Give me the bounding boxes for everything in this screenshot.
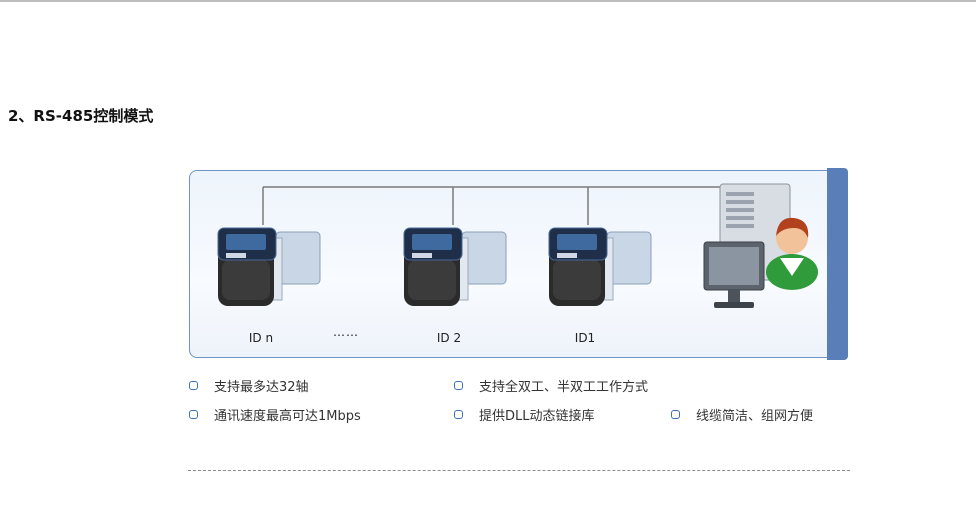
motor-label-1: ID1	[574, 331, 596, 345]
feature-item: 提供DLL动态链接库	[454, 405, 595, 424]
feature-item: 线缆简洁、组网方便	[671, 405, 813, 424]
top-rule	[0, 0, 976, 2]
feature-text: 提供DLL动态链接库	[479, 409, 595, 424]
bullet-icon	[671, 410, 680, 419]
section-title: 2、RS-485控制模式	[8, 107, 154, 125]
diagram-sidebar-bar	[827, 168, 848, 360]
feature-text: 支持全双工、半双工工作方式	[479, 380, 649, 395]
bullet-icon	[189, 410, 198, 419]
feature-item: 支持最多达32轴	[189, 376, 309, 395]
bullet-icon	[454, 381, 463, 390]
feature-item: 支持全双工、半双工工作方式	[454, 376, 648, 395]
bullet-icon	[454, 410, 463, 419]
servo-motor-1	[543, 220, 655, 312]
feature-text: 线缆简洁、组网方便	[696, 409, 814, 424]
servo-motor-2	[398, 220, 510, 312]
feature-item: 通讯速度最高可达1Mbps	[189, 405, 361, 424]
pc-with-user-icon	[700, 180, 825, 324]
feature-text: 支持最多达32轴	[214, 380, 309, 395]
dashed-divider	[188, 470, 850, 471]
servo-motor-n	[212, 220, 324, 312]
feature-text: 通讯速度最高可达1Mbps	[214, 409, 361, 424]
ellipsis: ……	[333, 325, 359, 339]
bullet-icon	[189, 381, 198, 390]
motor-label-n: ID n	[248, 331, 274, 345]
motor-label-2: ID 2	[436, 331, 462, 345]
